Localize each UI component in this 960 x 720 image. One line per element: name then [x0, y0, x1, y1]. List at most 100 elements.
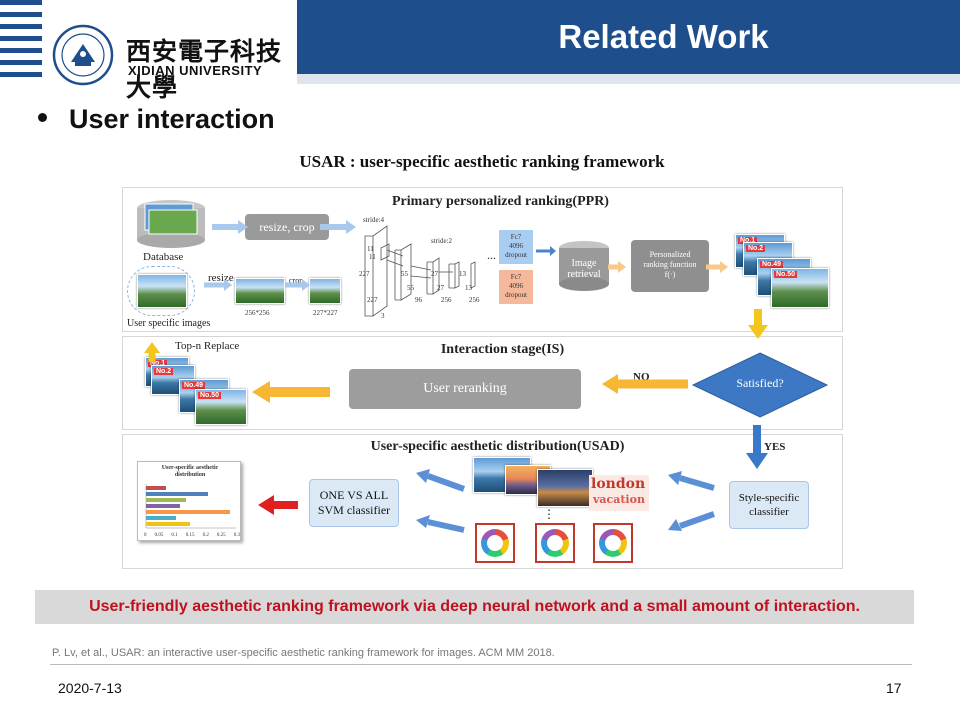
cnn-dim-55b: 55	[407, 284, 414, 292]
replaced-tag-49: No.49	[182, 382, 206, 389]
university-name-en: XIDIAN UNIVERSITY	[128, 63, 263, 78]
fc7-top-line2: 4096	[509, 242, 523, 250]
replaced-tag-2: No.2	[154, 368, 174, 375]
resize-label: resize	[208, 272, 234, 284]
resize-crop-box: resize, crop	[245, 214, 329, 240]
resized-image-256	[235, 278, 285, 304]
ranking-function-line3: f(·)	[664, 270, 676, 279]
user-images-label: User specific images	[127, 318, 211, 329]
reference-citation: P. Lv, et al., USAR: an interactive user…	[52, 647, 555, 659]
tick-0-3: 0.3	[233, 533, 240, 538]
user-images-cloud	[127, 266, 195, 316]
style-image-city	[537, 469, 593, 507]
ranked-tag-2: No.2	[746, 245, 766, 252]
page-number: 17	[886, 680, 902, 696]
distribution-chart-card: User-specific aesthetic distribution 0 0…	[137, 461, 241, 541]
tick-0-2: 0.2	[202, 533, 209, 538]
distribution-ticks: 0 0.05 0.1 0.15 0.2 0.25 0.3	[144, 533, 240, 538]
cnn-ellipsis: ...	[487, 248, 496, 262]
style-specific-classifier-box: Style-specific classifier	[729, 481, 809, 529]
crop-label: crop	[289, 276, 304, 285]
figure-title: USAR : user-specific aesthetic ranking f…	[299, 152, 665, 171]
tick-0-25: 0.25	[216, 533, 226, 538]
header-stripes	[0, 0, 42, 84]
university-logo: 西安電子科技大學 XIDIAN UNIVERSITY	[52, 18, 292, 102]
university-name-cn: 西安電子科技大學	[126, 37, 283, 102]
svm-line2: SVM classifier	[317, 503, 391, 517]
fc7-top: Fc7 4096 dropout	[499, 230, 533, 264]
footer-divider	[50, 664, 912, 665]
fc7-top-line3: dropout	[505, 251, 527, 259]
no-label: NO	[633, 371, 650, 383]
is-title: Interaction stage(IS)	[440, 342, 565, 357]
university-seal-icon	[52, 24, 114, 86]
cnn-dim-27b: 27	[437, 284, 444, 292]
image-retrieval-label: Image retrieval	[557, 258, 611, 280]
distribution-chart-title-line2: distribution	[174, 472, 206, 478]
slide-title: Related Work	[558, 18, 769, 55]
size-256-label: 256*256	[245, 309, 270, 317]
cnn-architecture-diagram	[364, 225, 476, 317]
cnn-dim-256a: 256	[441, 296, 452, 304]
replaced-image-50: No.50	[195, 389, 247, 425]
footer-date: 2020-7-13	[58, 680, 122, 696]
cnn-dim-11b: 11	[369, 253, 376, 261]
histogram-dial-2	[535, 523, 575, 563]
user-image-thumb	[137, 274, 187, 308]
ranking-function-box: Personalized ranking function f(·)	[631, 240, 709, 292]
bullet-dot-icon	[38, 113, 47, 123]
image-retrieval-cylinder-icon	[559, 241, 609, 291]
ranked-image-50: No.50	[771, 268, 829, 308]
bullet-heading: User interaction	[38, 104, 275, 135]
bullet-text: User interaction	[69, 104, 275, 134]
cnn-dim-3: 3	[381, 312, 385, 320]
yes-label: YES	[764, 441, 786, 453]
user-reranking-box: User reranking	[349, 369, 581, 409]
cnn-dim-256b: 256	[469, 296, 480, 304]
cropped-image-227	[309, 278, 341, 304]
size-227-label: 227*227	[313, 309, 338, 317]
cnn-dim-13a: 13	[459, 270, 466, 278]
tick-0-1: 0.1	[171, 533, 178, 538]
distribution-chart-title-line1: User-specific aesthetic	[161, 465, 219, 471]
image-retrieval-line1: Image	[571, 258, 597, 269]
stride2-label: stride:2	[431, 237, 452, 245]
cnn-dim-96: 96	[415, 296, 422, 304]
usar-framework-figure: Primary personalized ranking(PPR) Databa…	[120, 187, 845, 572]
svm-line1: ONE VS ALL	[319, 488, 389, 502]
ranked-tag-1: No.1	[738, 237, 758, 244]
ranking-function-line1: Personalized	[649, 250, 691, 259]
fc7-top-line1: Fc7	[510, 233, 522, 241]
vertical-ellipsis: ⋮	[543, 507, 555, 521]
svm-classifier-box: ONE VS ALL SVM classifier	[309, 479, 399, 527]
histogram-dial-3	[593, 523, 633, 563]
fc7-bottom-line1: Fc7	[510, 273, 522, 281]
replaced-image-2: No.2	[151, 365, 195, 395]
database-label: Database	[143, 251, 184, 263]
fc7-bottom-line3: dropout	[505, 291, 527, 299]
cnn-dim-27a: 27	[431, 270, 438, 278]
top-n-replace-label: Top-n Replace	[175, 340, 240, 352]
tick-0-05: 0.05	[154, 533, 164, 538]
tick-0-15: 0.15	[185, 533, 195, 538]
image-retrieval-line2: retrieval	[567, 269, 601, 280]
ppr-title: Primary personalized ranking(PPR)	[392, 194, 609, 209]
replaced-tag-50: No.50	[198, 392, 222, 399]
style-classifier-line2: classifier	[749, 506, 789, 518]
tick-0: 0	[144, 533, 147, 538]
ranked-tag-50: No.50	[774, 271, 798, 278]
cnn-dim-11a: 11	[367, 245, 374, 253]
vacation-text: vacation	[593, 493, 645, 506]
london-text: london	[591, 476, 646, 492]
ranking-function-line2: ranking function	[643, 260, 697, 269]
fc7-bottom: Fc7 4096 dropout	[499, 270, 533, 304]
ranked-tag-49: No.49	[760, 261, 784, 268]
title-underline	[297, 74, 960, 84]
cnn-dim-55a: 55	[401, 270, 408, 278]
satisfied-decision-diamond	[691, 352, 829, 418]
histogram-dial-1	[475, 523, 515, 563]
fc7-bottom-line2: 4096	[509, 282, 523, 290]
usad-panel: User-specific aesthetic distribution(USA…	[122, 434, 843, 569]
key-message-banner: User-friendly aesthetic ranking framewor…	[35, 590, 914, 624]
distribution-chart-title: User-specific aesthetic distribution	[138, 465, 242, 479]
